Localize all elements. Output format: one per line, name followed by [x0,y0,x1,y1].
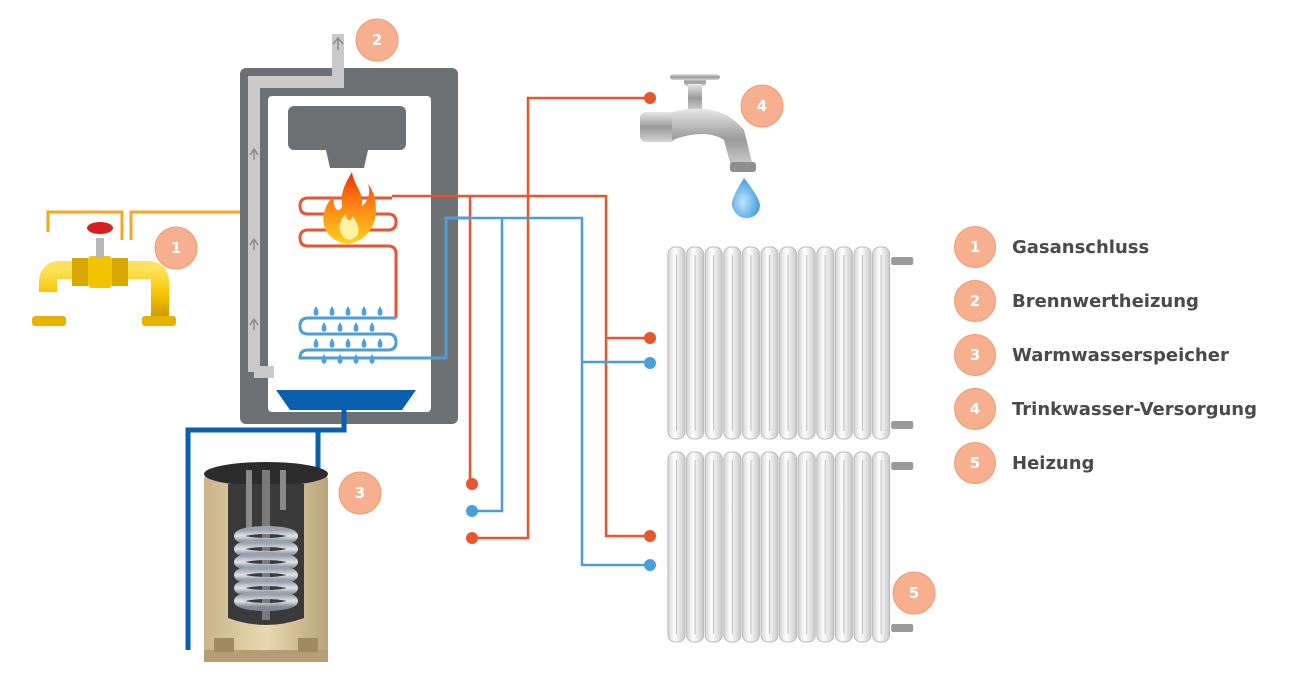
pipe-connector-dots [466,92,656,571]
legend-item-boiler: 2 Brennwertheizung [954,274,1284,328]
legend-label: Gasanschluss [1012,236,1150,258]
legend-badge: 3 [954,334,996,376]
badge-heating-number: 5 [909,584,919,602]
flame-icon [323,172,376,244]
badge-boiler-number: 2 [372,31,382,49]
badge-gas: 1 [154,226,198,270]
legend-item-storage: 3 Warmwasserspeicher [954,328,1284,382]
hot-coil [298,196,398,318]
badge-storage: 3 [338,471,382,515]
legend-item-drinking-water: 4 Trinkwasser-Versorgung [954,382,1284,436]
storage-tank-icon [204,462,328,662]
radiator-valve [891,462,914,470]
radiator-valve [891,421,914,429]
cold-outlet-pipe [472,218,504,513]
legend: 1 Gasanschluss 2 Brennwertheizung 3 Warm… [954,220,1284,490]
badge-tap: 4 [740,84,784,128]
gas-valve-icon [32,222,176,326]
tap-icon [640,74,760,218]
legend-label: Trinkwasser-Versorgung [1012,398,1257,420]
tap-supply-pipe [472,96,650,540]
cold-coil [298,216,470,360]
legend-badge: 2 [954,280,996,322]
hot-supply-pipe [392,194,650,538]
legend-label: Brennwertheizung [1012,290,1199,312]
badge-tap-number: 4 [757,97,767,115]
legend-badge: 1 [954,226,996,268]
storage-pipe [185,410,347,650]
badge-gas-number: 1 [171,239,181,257]
legend-badge: 5 [954,442,996,484]
legend-badge: 4 [954,388,996,430]
cold-return-pipe [446,216,650,567]
water-drop-icon [313,306,383,364]
legend-label: Heizung [1012,452,1095,474]
legend-label: Warmwasserspeicher [1012,344,1229,366]
badge-boiler: 2 [355,18,399,62]
water-drop-icon [731,178,760,218]
legend-item-gas: 1 Gasanschluss [954,220,1284,274]
badge-heating: 5 [892,571,936,615]
badge-storage-number: 3 [355,484,365,502]
legend-item-heating: 5 Heizung [954,436,1284,490]
radiator-icon [667,246,914,643]
radiator-valve [891,257,914,265]
radiator-valve [891,624,914,632]
